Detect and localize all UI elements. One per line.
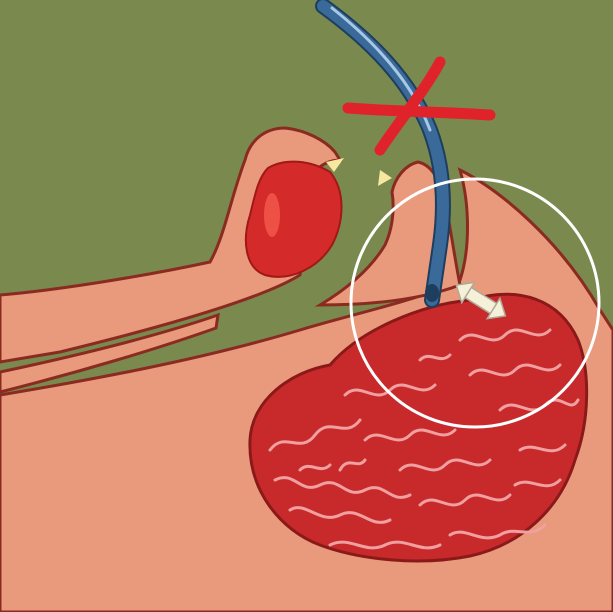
needle-tip [425,284,439,302]
red-organ-highlight [264,193,280,237]
